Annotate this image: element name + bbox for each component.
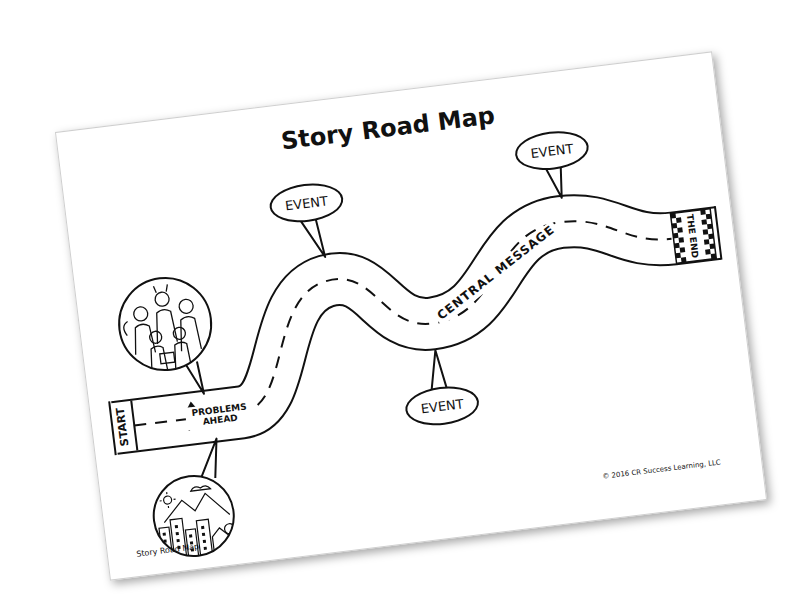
window-dot <box>163 539 166 542</box>
checker-square <box>680 247 686 253</box>
event-bubble: EVENT <box>403 383 481 430</box>
window-dot <box>192 555 195 558</box>
finish-box <box>670 209 716 264</box>
checker-square <box>701 219 707 225</box>
road-edge <box>94 203 733 428</box>
window-dot <box>176 532 179 535</box>
copyright-note: © 2016 CR Success Learning, LLC <box>602 458 721 481</box>
characters-sketch <box>119 280 215 376</box>
checker-square <box>703 229 709 235</box>
checker-square <box>705 249 711 255</box>
window-dot <box>176 539 179 542</box>
window-dot <box>204 547 207 550</box>
checker-square <box>677 227 683 233</box>
window-dot <box>203 540 206 543</box>
checker-square <box>676 217 682 223</box>
event-bubble: EVENT <box>513 127 591 174</box>
event-tail <box>299 216 325 259</box>
window-dot <box>163 533 166 536</box>
road-surface <box>94 203 733 428</box>
event-text: EVENT <box>420 396 465 416</box>
checker-square <box>678 237 684 243</box>
bubble-tail <box>197 439 222 480</box>
start-line <box>131 401 137 451</box>
window-dot <box>201 526 204 529</box>
checker-square <box>704 239 710 245</box>
event-bubble: EVENT <box>267 180 345 227</box>
event-text: EVENT <box>530 141 575 161</box>
finish-checkers <box>670 209 716 264</box>
worksheet-page: Story Road MapSTARTPROBLEMS AHEADCENTRAL… <box>55 51 767 580</box>
window-dot <box>175 525 178 528</box>
event-text: EVENT <box>284 193 329 213</box>
road-cap <box>715 201 736 262</box>
building-windows <box>162 522 208 562</box>
page-title: Story Road Map <box>59 74 717 182</box>
characters-bubble <box>114 273 217 376</box>
window-dot <box>189 534 192 537</box>
window-dot <box>202 533 205 536</box>
